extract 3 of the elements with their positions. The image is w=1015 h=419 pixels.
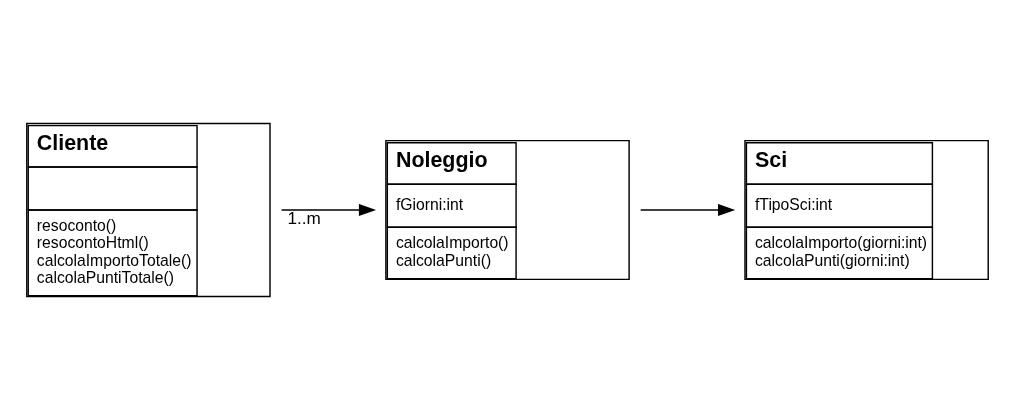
edge-label: 1..m bbox=[287, 207, 321, 228]
arrow bbox=[640, 203, 736, 216]
arrow bbox=[280, 203, 377, 216]
